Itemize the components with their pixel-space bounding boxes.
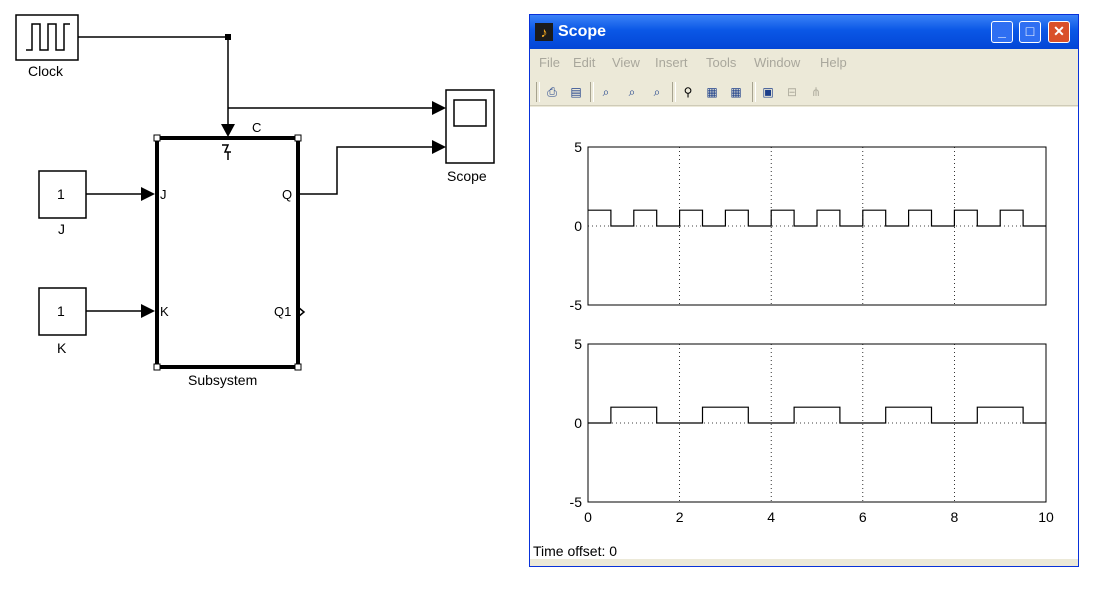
y-tick-label: 5 <box>574 336 582 352</box>
block-diagram <box>15 14 495 371</box>
save-axes-icon[interactable]: ▦ <box>706 85 718 99</box>
k-block-label: K <box>57 340 67 356</box>
menu-bar: File Edit View Insert Tools Window Help <box>530 51 1078 73</box>
signal-trace-2 <box>588 406 1046 424</box>
minimize-button[interactable]: _ <box>991 21 1013 43</box>
y-tick-label: 5 <box>574 139 582 155</box>
toolbar: ⎙ ▤ ⌕ ⌕ ⌕ ⚲ ▦ ▦ ▣ ⊟ ⋔ <box>530 79 1078 106</box>
scope-screen-icon <box>453 99 487 127</box>
clock-signal-line[interactable] <box>78 34 446 137</box>
print-icon[interactable]: ⎙ <box>547 85 557 99</box>
clock-block[interactable] <box>15 14 79 61</box>
matlab-logo-icon: ♪ <box>535 23 553 41</box>
menu-file[interactable]: File <box>539 55 560 70</box>
scope-window[interactable]: ♪ Scope _ □ ✕ File Edit View Insert Tool… <box>529 14 1079 567</box>
q1-output-port[interactable] <box>297 306 306 318</box>
autoscale-icon[interactable]: ⚲ <box>683 85 693 99</box>
x-tick-label: 8 <box>951 509 959 525</box>
constant-block-k[interactable] <box>38 287 87 336</box>
time-offset-value: 0 <box>609 543 618 559</box>
x-tick-label: 2 <box>676 509 684 525</box>
port-label-q: Q <box>282 187 293 202</box>
scope-block-label: Scope <box>447 168 487 184</box>
menu-view[interactable]: View <box>612 55 640 70</box>
j-signal-line[interactable] <box>86 187 155 201</box>
y-tick-label: 0 <box>574 415 582 431</box>
j-block-label: J <box>58 221 65 237</box>
q-signal-line[interactable] <box>298 140 446 195</box>
subsystem-block[interactable] <box>153 134 306 371</box>
menu-help[interactable]: Help <box>820 55 847 70</box>
zoom-icon[interactable]: ⌕ <box>602 85 610 99</box>
port-label-q1: Q1 <box>274 304 292 319</box>
x-tick-label: 0 <box>584 509 592 525</box>
x-tick-label: 6 <box>859 509 867 525</box>
k-constant-value: 1 <box>57 303 65 319</box>
maximize-button[interactable]: □ <box>1019 21 1041 43</box>
menu-insert[interactable]: Insert <box>655 55 688 70</box>
y-tick-label: -5 <box>570 494 583 510</box>
j-constant-value: 1 <box>57 186 65 202</box>
lock-axes-icon: ⊟ <box>786 85 798 99</box>
time-offset-label: Time offset: <box>533 543 606 559</box>
subsystem-label: Subsystem <box>188 372 258 388</box>
x-tick-label: 10 <box>1038 509 1054 525</box>
zoom-y-icon[interactable]: ⌕ <box>653 85 661 99</box>
title-bar[interactable]: ♪ Scope _ □ ✕ <box>530 15 1078 49</box>
port-label-k: K <box>160 304 169 319</box>
signal-trace-1 <box>588 209 1046 227</box>
y-tick-label: 0 <box>574 218 582 234</box>
menu-edit[interactable]: Edit <box>573 55 596 70</box>
zoom-x-icon[interactable]: ⌕ <box>628 85 636 99</box>
scope-block[interactable] <box>445 89 495 164</box>
y-tick-label: -5 <box>570 297 583 313</box>
falling-edge-trigger-icon <box>222 144 231 160</box>
constant-block-j[interactable] <box>38 170 87 219</box>
menu-window[interactable]: Window <box>754 55 801 70</box>
x-tick-label: 4 <box>767 509 775 525</box>
restore-axes-icon[interactable]: ▦ <box>730 85 742 99</box>
signal-selection-icon: ⋔ <box>810 85 822 99</box>
time-offset-readout: Time offset: 0 <box>533 543 617 559</box>
clock-label: Clock <box>28 63 64 79</box>
port-label-c: C <box>252 120 262 135</box>
parameters-icon[interactable]: ▣ <box>762 85 774 99</box>
close-button[interactable]: ✕ <box>1048 21 1070 43</box>
k-signal-line[interactable] <box>86 304 155 318</box>
port-label-j: J <box>160 187 167 202</box>
page-setup-icon[interactable]: ▤ <box>570 85 582 99</box>
menu-tools[interactable]: Tools <box>706 55 737 70</box>
window-title: Scope <box>558 23 607 40</box>
pulse-icon <box>26 23 70 51</box>
